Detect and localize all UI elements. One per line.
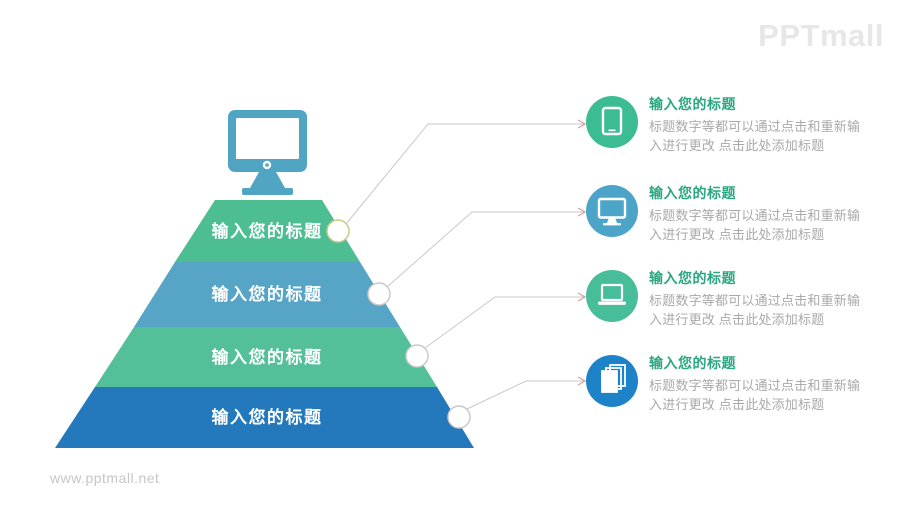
item-3-title: 输入您的标题 [649,270,736,286]
monitor-screen [236,118,299,159]
item-4-description: 标题数字等都可以通过点击和重新输入进行更改 点击此处添加标题 [649,377,861,413]
item-4-text: 输入您的标题 标题数字等都可以通过点击和重新输入进行更改 点击此处添加标题 [649,355,868,415]
monitor-icon [586,185,638,237]
tablet-icon [586,96,638,148]
site-watermark: www.pptmall.net [50,470,160,486]
connector-line-4 [466,380,584,410]
list-item-3: 输入您的标题 标题数字等都可以通过点击和重新输入进行更改 点击此处添加标题 [586,270,868,330]
item-3-text: 输入您的标题 标题数字等都可以通过点击和重新输入进行更改 点击此处添加标题 [649,270,868,330]
documents-icon [586,355,638,407]
item-2-title: 输入您的标题 [649,185,736,201]
item-1-description: 标题数字等都可以通过点击和重新输入进行更改 点击此处添加标题 [649,118,861,154]
monitor-button-dot [265,163,269,167]
connector-line-1 [345,123,584,225]
item-4-title: 输入您的标题 [649,355,736,371]
pyramid-layer-1-label: 输入您的标题 [212,221,323,241]
edge-node-2 [367,282,391,306]
pyramid-layer-1 [175,200,360,262]
pyramid-layer-4-label: 输入您的标题 [212,407,323,427]
laptop-icon [586,270,638,322]
list-item-2: 输入您的标题 标题数字等都可以通过点击和重新输入进行更改 点击此处添加标题 [586,185,868,245]
connector-line-3 [424,296,584,349]
edge-node-3 [405,344,429,368]
arrowhead-icon-4 [577,376,587,386]
item-3-description: 标题数字等都可以通过点击和重新输入进行更改 点击此处添加标题 [649,292,861,328]
pyramid-layer-2 [134,262,400,327]
arrowhead-icon-2 [577,207,587,217]
arrowhead-icon-3 [577,292,587,302]
connector-line-2 [386,211,584,288]
desktop-monitor-icon [228,110,307,195]
pyramid-layer-3-label: 输入您的标题 [212,347,323,367]
monitor-base [242,188,293,195]
item-1-title: 输入您的标题 [649,96,736,112]
monitor-stand [250,172,285,188]
brand-logo: PPTmall [758,18,884,53]
list-item-4: 输入您的标题 标题数字等都可以通过点击和重新输入进行更改 点击此处添加标题 [586,355,868,415]
item-2-description: 标题数字等都可以通过点击和重新输入进行更改 点击此处添加标题 [649,207,861,243]
edge-node-4 [447,405,471,429]
item-2-text: 输入您的标题 标题数字等都可以通过点击和重新输入进行更改 点击此处添加标题 [649,185,868,245]
edge-node-1 [326,219,350,243]
pyramid-layer-3 [95,327,437,387]
pyramid-layer-4 [55,387,474,448]
list-item-1: 输入您的标题 标题数字等都可以通过点击和重新输入进行更改 点击此处添加标题 [586,96,868,156]
pyramid-layer-2-label: 输入您的标题 [212,284,323,304]
arrowhead-icon-1 [577,119,587,129]
item-1-text: 输入您的标题 标题数字等都可以通过点击和重新输入进行更改 点击此处添加标题 [649,96,868,156]
